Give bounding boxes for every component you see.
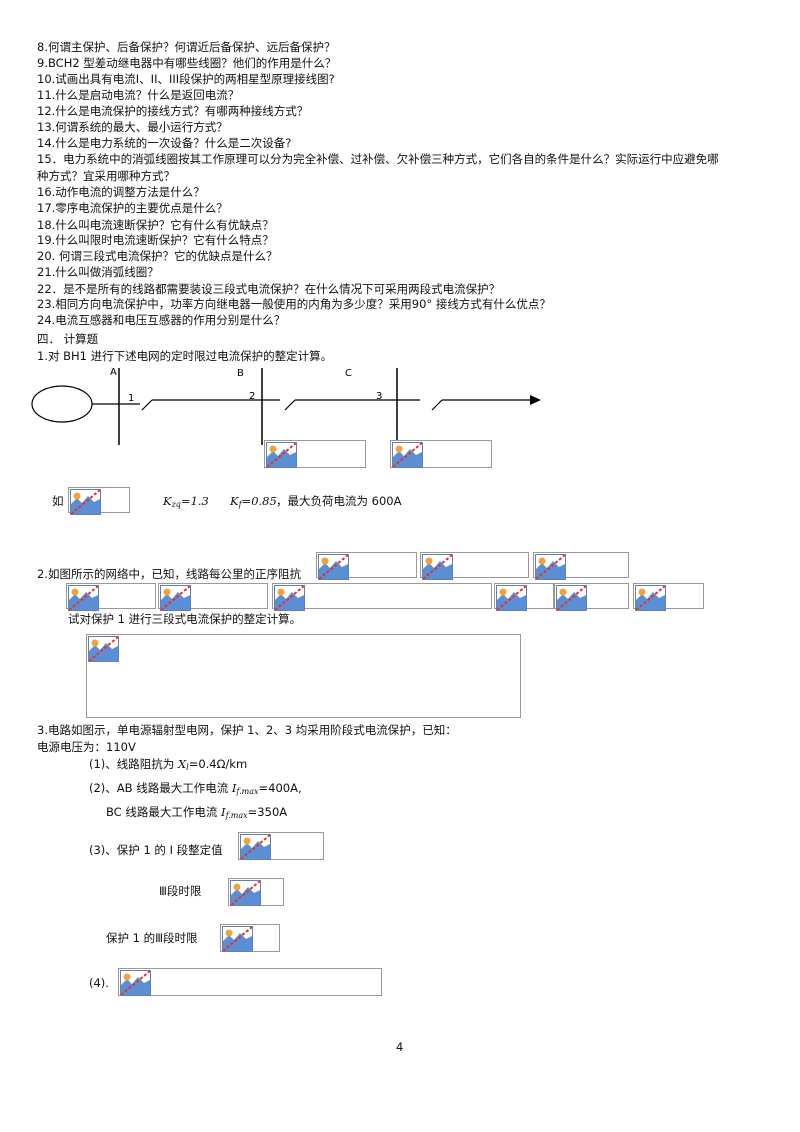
question-item: 19.什么叫限时电流速断保护？它有什么特点？ (37, 233, 274, 247)
broken-image-icon (274, 585, 305, 611)
image-placeholder (228, 878, 284, 906)
bus-label-b: B (237, 368, 244, 379)
broken-image-icon (556, 585, 587, 611)
network-diagram: A B C 1 2 3 (31, 367, 541, 445)
image-placeholder (220, 924, 280, 952)
image-placeholder (86, 634, 521, 718)
image-placeholder (390, 440, 492, 468)
image-placeholder (494, 583, 554, 611)
broken-image-icon (392, 442, 423, 468)
question-item: 8.何谓主保护、后备保护？何谓近后备保护、远后备保护？ (37, 40, 336, 54)
question-item: 21.什么叫做消弧线圈？ (37, 265, 159, 279)
item1: (1)、线路阻抗为 Xl=0.4Ω/km (89, 757, 248, 772)
broken-image-icon (318, 554, 349, 580)
question-item: 11.什么是启动电流？什么是返回电流？ (37, 88, 240, 102)
image-placeholder (68, 487, 130, 515)
image-placeholder (533, 552, 629, 580)
question-item: 种方式？宜采用哪种方式？ (37, 169, 175, 183)
broken-image-icon (422, 554, 453, 580)
breaker-3-symbol (431, 399, 443, 411)
bus-label-c: C (345, 368, 352, 379)
breaker-label-2: 2 (249, 391, 255, 402)
question-item: 14.什么是电力系统的一次设备？什么是二次设备? (37, 136, 292, 150)
generator-symbol (31, 385, 93, 423)
item3c: 保护 1 的Ⅲ段时限 (106, 931, 198, 945)
kf-coefficient: Kf=0.85 (230, 494, 277, 509)
broken-image-icon (88, 636, 119, 662)
image-placeholder (66, 583, 156, 611)
question-item: 15．电力系统中的消弧线圈按其工作原理可以分为完全补偿、过补偿、欠补偿三种方式，… (37, 152, 719, 166)
item3b: Ⅲ段时限 (159, 884, 202, 898)
breaker-label-3: 3 (376, 391, 382, 402)
item4: (4). (89, 976, 109, 990)
page-number: 4 (396, 1040, 404, 1054)
question-item: 24.电流互感器和电压互感器的作用分别是什么？ (37, 313, 286, 327)
question-item: 16.动作电流的调整方法是什么？ (37, 185, 205, 199)
image-placeholder (238, 832, 324, 860)
image-placeholder (316, 552, 417, 580)
image-placeholder (118, 968, 382, 996)
item2b: BC 线路最大工作电流 If.max=350A (106, 805, 288, 820)
broken-image-icon (68, 585, 99, 611)
item2: (2)、AB 线路最大工作电流 If.max=400A, (89, 781, 302, 796)
max-load-current: ，最大负荷电流为 600A (276, 494, 402, 508)
broken-image-icon (160, 585, 191, 611)
broken-image-icon (240, 834, 271, 860)
calc2-intro: 2.如图所示的网络中，已知，线路每公里的正序阻抗 (37, 567, 301, 581)
image-placeholder (554, 583, 629, 611)
image-placeholder (272, 583, 492, 611)
kzq-coefficient: Kzq=1.3 (163, 494, 209, 509)
question-item: 18.什么叫电流速断保护？它有什么有优缺点？ (37, 218, 274, 232)
question-item: 9.BCH2 型差动继电器中有哪些线圈？他们的作用是什么？ (37, 56, 337, 70)
broken-image-icon (222, 926, 253, 952)
broken-image-icon (120, 970, 151, 996)
question-item: 23.相同方向电流保护中，功率方向继电器一般使用的内角为多少度？采用90° 接线… (37, 297, 551, 311)
breaker-2-symbol (284, 399, 296, 411)
bus-label-a: A (110, 367, 117, 378)
image-placeholder (158, 583, 268, 611)
broken-image-icon (496, 585, 527, 611)
question-item: 13.何谓系统的最大、最小运行方式？ (37, 120, 228, 134)
broken-image-icon (535, 554, 566, 580)
image-placeholder (633, 583, 704, 611)
arrow-icon (530, 395, 541, 405)
calc1-intro: 1.对 BH1 进行下述电网的定时限过电流保护的整定计算。 (37, 349, 333, 363)
broken-image-icon (266, 442, 297, 468)
question-item: 22．是不是所有的线路都需要装设三段式电流保护？在什么情况下可采用两段式电流保护… (37, 282, 501, 296)
question-item: 10.试画出具有电流I、II、III段保护的两相星型原理接线图? (37, 72, 335, 86)
breaker-label-1: 1 (128, 393, 134, 404)
given-prefix: 如 (52, 494, 64, 508)
source-voltage: 电源电压为：110V (37, 740, 136, 754)
section-title: 四． 计算题 (37, 332, 99, 346)
broken-image-icon (70, 489, 101, 515)
image-placeholder (420, 552, 529, 580)
broken-image-icon (635, 585, 666, 611)
breaker-1-symbol (141, 399, 153, 411)
calc3-intro: 3.电路如图示，单电源辐射型电网，保护 1、2、3 均采用阶段式电流保护，已知： (37, 723, 457, 737)
question-item: 20. 何谓三段式电流保护？它的优缺点是什么？ (37, 249, 278, 263)
broken-image-icon (230, 880, 261, 906)
calc2-task: 试对保护 1 进行三段式电流保护的整定计算。 (68, 612, 302, 626)
image-placeholder (264, 440, 366, 468)
question-item: 17.零序电流保护的主要优点是什么？ (37, 201, 228, 215)
item3: (3)、保护 1 的 I 段整定值 (89, 843, 223, 857)
question-item: 12.什么是电流保护的接线方式？有哪两种接线方式？ (37, 104, 309, 118)
